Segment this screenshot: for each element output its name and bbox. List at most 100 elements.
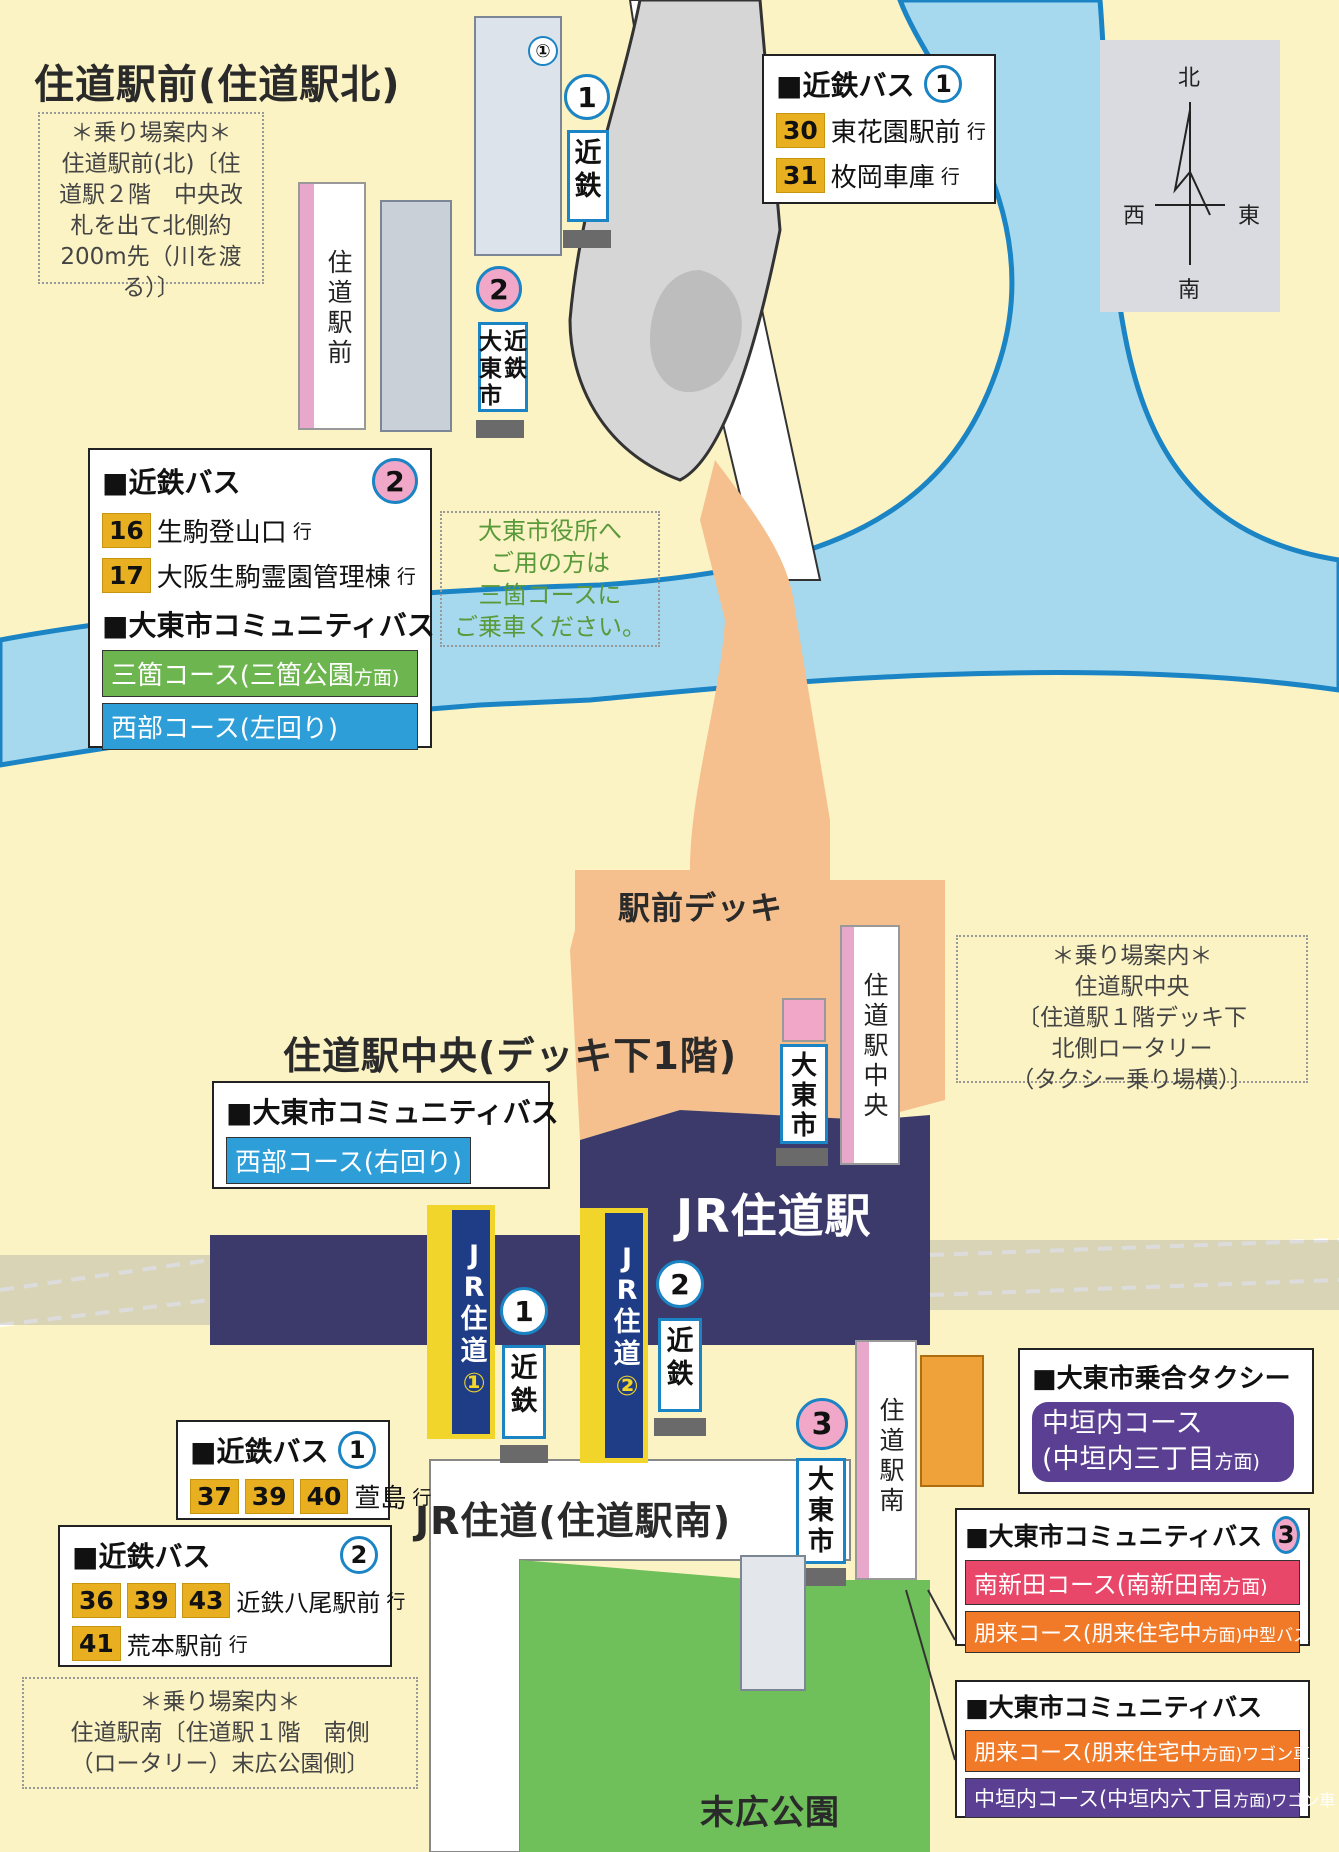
guide-north-line: 道駅２階 中央改 bbox=[59, 182, 243, 208]
route-number: 40 bbox=[299, 1479, 349, 1514]
pole-char: 住 bbox=[327, 248, 353, 277]
guide-central: ＊乗り場案内＊ 住道駅中央 〔住道駅１階デッキ下 北側ロータリー （タクシー乗り… bbox=[956, 935, 1308, 1093]
compass-north: 北 bbox=[1178, 66, 1201, 91]
destination: 東花園駅前 bbox=[830, 118, 961, 148]
stop-s2-sign: 近 鉄 bbox=[658, 1318, 702, 1412]
stop-s2-badge: 2 bbox=[656, 1260, 704, 1308]
pole-char: 駅 bbox=[863, 1031, 889, 1060]
pole-char: 道 bbox=[879, 1426, 905, 1455]
stop-sign-char: 近 bbox=[666, 1326, 694, 1357]
route-label-small: 方面)ワゴン車 bbox=[1233, 1791, 1336, 1810]
route-label-small: 方面)中型バス bbox=[1201, 1626, 1311, 1646]
park-label: 末広公園 bbox=[700, 1793, 840, 1833]
stop-sign-char: 市 bbox=[479, 383, 502, 409]
stop-sign-char: 鉄 bbox=[574, 171, 602, 202]
stop-c-sign: 大 東 市 bbox=[780, 1044, 828, 1144]
pole-sumido-eki-minami: 住 道 駅 南 bbox=[855, 1340, 917, 1580]
destination-suffix: 行 bbox=[412, 1487, 432, 1509]
title-south: JR住道(住道駅南) bbox=[415, 1499, 732, 1543]
panel-header: ■近鉄バス bbox=[102, 466, 241, 499]
panel-kintetsu-north-1: ■近鉄バス 1 30 東花園駅前行 31 枚岡車庫行 bbox=[762, 54, 996, 204]
stop-n1-sign: 近 鉄 bbox=[567, 130, 609, 222]
pole-char: 住 bbox=[863, 971, 889, 1000]
route-number: 43 bbox=[181, 1583, 231, 1618]
route-number: 31 bbox=[776, 158, 825, 193]
panel-kintetsu-south-2: ■近鉄バス 2 36 39 43 近鉄八尾駅前行 41 荒本駅前行 bbox=[58, 1525, 405, 1667]
pole-char: 住 bbox=[460, 1304, 488, 1335]
stop-sign-char: 大 bbox=[479, 329, 502, 355]
panel-header: ■近鉄バス bbox=[190, 1435, 329, 1468]
route-label-small: 方面)ワゴン車 bbox=[1201, 1745, 1311, 1765]
pole-char: 中 bbox=[863, 1061, 889, 1090]
photo-badge: ① bbox=[528, 36, 558, 66]
stop-n1-post bbox=[563, 230, 611, 248]
stop-sign-char: 大 bbox=[790, 1051, 817, 1081]
panel-header: ■大東市コミュニティバス bbox=[226, 1096, 559, 1129]
guide-central-line: 住道駅中央 bbox=[1074, 974, 1190, 1000]
route-label: 南新田コース(南新田南 bbox=[974, 1571, 1223, 1599]
photo-bus-sign-north-1: ① bbox=[474, 16, 562, 256]
panel-subheader: ■大東市コミュニティバス bbox=[102, 609, 435, 642]
stop-s1-post bbox=[500, 1445, 548, 1463]
guide-south-line: 住道駅南〔住道駅１階 南側 bbox=[70, 1720, 370, 1746]
destination-suffix: 行 bbox=[396, 566, 416, 588]
pole-char: ② bbox=[615, 1371, 639, 1402]
panel-shared-taxi: ■大東市乗合タクシー 中垣内コース (中垣内三丁目方面) bbox=[1018, 1348, 1314, 1494]
pole-char: 前 bbox=[327, 338, 353, 367]
title-central: 住道駅中央(デッキ下1階) bbox=[283, 1034, 738, 1078]
panel-community-south-4: ■大東市コミュニティバス 朋来コース(朋来住宅中方面)ワゴン車 中垣内コース(中… bbox=[955, 1680, 1335, 1818]
panel-kintetsu-north-2: ■近鉄バス 2 16 生駒登山口行 17 大阪生駒霊園管理棟行 ■大東市コミュニ… bbox=[88, 448, 435, 750]
route-label-small: 方面) bbox=[353, 667, 400, 689]
compass-west: 西 bbox=[1123, 204, 1146, 229]
route-number: 37 bbox=[190, 1479, 239, 1514]
stop-sign-char: 市 bbox=[790, 1111, 817, 1141]
pole-char: 住 bbox=[879, 1396, 905, 1425]
route-seibu-left: 西部コース(左回り) bbox=[102, 703, 418, 750]
compass-south: 南 bbox=[1178, 278, 1201, 303]
pole-sumido-chuo: 住 道 駅 中 央 bbox=[840, 925, 900, 1165]
guide-central-heading: ＊乗り場案内＊ bbox=[1051, 943, 1213, 969]
stop-sign-char: 近 bbox=[510, 1353, 538, 1384]
destination-suffix: 行 bbox=[966, 121, 986, 143]
pole-char: R bbox=[463, 1272, 485, 1303]
daito-note-line: 大東市役所へ bbox=[478, 517, 622, 545]
pole-char: J bbox=[621, 1243, 633, 1274]
pole-char: R bbox=[616, 1275, 638, 1306]
pole-char: 央 bbox=[863, 1091, 889, 1120]
panel-header: ■大東市コミュニティバス bbox=[965, 1522, 1263, 1551]
jr-platform bbox=[210, 1235, 930, 1345]
track-bed-east bbox=[930, 1240, 1339, 1310]
pole-char: 駅 bbox=[879, 1456, 905, 1485]
route-number: 17 bbox=[102, 558, 151, 593]
pole-char: 道 bbox=[613, 1339, 641, 1370]
stop-badge: 1 bbox=[924, 65, 963, 103]
stop-s1-badge: 1 bbox=[500, 1287, 548, 1335]
track-bed-west bbox=[0, 1255, 210, 1325]
stop-c-post bbox=[776, 1148, 828, 1166]
guide-north: ＊乗り場案内＊ 住道駅前(北)〔住 道駅２階 中央改 札を出て北側約 200m先… bbox=[38, 112, 264, 301]
destination: 近鉄八尾駅前 bbox=[236, 1589, 381, 1617]
destination-suffix: 行 bbox=[228, 1634, 248, 1656]
compass-needle-icon bbox=[1155, 102, 1225, 265]
stop-s3-badge: 3 bbox=[796, 1398, 848, 1450]
route-minamishinden: 南新田コース(南新田南方面) bbox=[965, 1560, 1300, 1605]
panel-community-central: ■大東市コミュニティバス 西部コース(右回り) bbox=[212, 1081, 559, 1189]
daito-note-line: 三箇コースに bbox=[478, 581, 622, 609]
stop-s2-post bbox=[654, 1418, 706, 1436]
guide-south: ＊乗り場案内＊ 住道駅南〔住道駅１階 南側 （ロータリー）末広公園側〕 bbox=[22, 1677, 418, 1789]
roundabout-center bbox=[650, 270, 742, 393]
stop-badge: 1 bbox=[338, 1431, 376, 1469]
photo-bus-sign-north-2 bbox=[380, 200, 452, 432]
route-label-small: 方面) bbox=[1214, 1451, 1260, 1473]
route-sanka: 三箇コース(三箇公園方面) bbox=[102, 650, 418, 697]
river bbox=[0, 0, 1339, 768]
route-label: 朋来コース(朋来住宅中 bbox=[974, 1741, 1202, 1766]
route-label: 中垣内コース(中垣内六丁目 bbox=[974, 1787, 1234, 1811]
guide-north-line: 住道駅前(北)〔住 bbox=[61, 151, 241, 177]
stop-sign-char: 近 bbox=[574, 138, 602, 169]
stop-c-badge bbox=[782, 998, 826, 1042]
pole-char: 道 bbox=[460, 1336, 488, 1367]
destination: 枚岡車庫 bbox=[830, 163, 935, 193]
destination: 大阪生駒霊園管理棟 bbox=[156, 563, 391, 593]
